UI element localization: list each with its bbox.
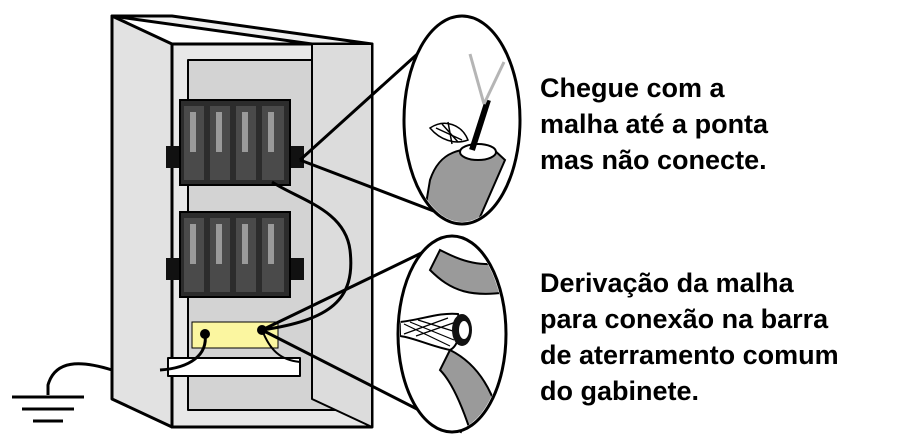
caption-shield-end: Chegue com a malha até a ponta mas não c… (540, 70, 768, 178)
caption-bottom-line-2: para conexão na barra (540, 304, 829, 334)
magnifier-bottom (396, 234, 508, 434)
caption-top-line-2: malha até a ponta (540, 109, 769, 139)
cabinet-side-face (110, 14, 174, 429)
wire-bar-to-exit (159, 333, 207, 372)
caption-top-line-3: mas não conecte. (540, 145, 767, 175)
caption-bottom-line-3: de aterramento comum (540, 340, 839, 370)
caption-shield-drain: Derivação da malha para conexão na barra… (540, 265, 839, 409)
cable-end-top (459, 143, 497, 161)
caption-bottom-line-1: Derivação da malha (540, 268, 794, 298)
ground-symbol-icon (12, 395, 84, 423)
cabinet-inner-wall (311, 43, 373, 428)
caption-bottom-line-4: do gabinete. (540, 376, 700, 406)
caption-top-line-1: Chegue com a (540, 73, 725, 103)
magnifier-top (402, 14, 522, 226)
io-rack-upper (166, 99, 304, 186)
cabinet-cable-slot (167, 357, 301, 377)
io-rack-lower (166, 211, 304, 298)
ground-wire (46, 362, 113, 395)
wire-rack-to-bar (261, 180, 353, 332)
shield-braid-icon (428, 121, 469, 145)
wire-bar-to-floor (261, 329, 301, 363)
